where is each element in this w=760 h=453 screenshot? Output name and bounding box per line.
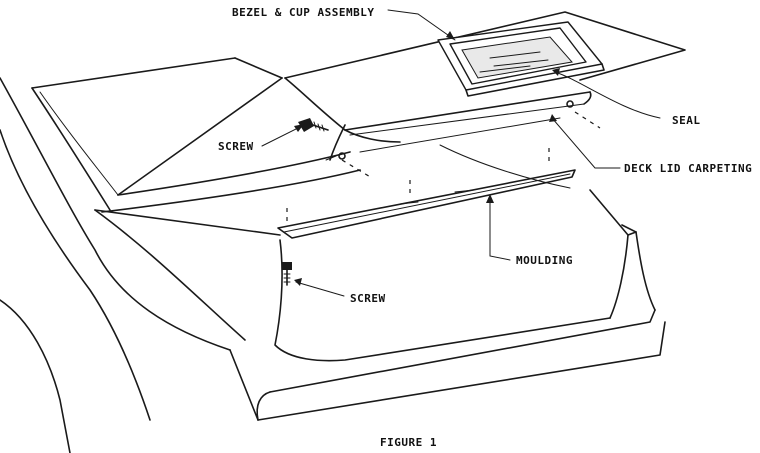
label-bezel-cup-assembly: BEZEL & CUP ASSEMBLY (232, 6, 375, 19)
label-seal: SEAL (672, 114, 701, 127)
figure-caption: FIGURE 1 (380, 436, 437, 449)
leader-lines (261, 9, 661, 297)
car-body-outline (0, 77, 246, 453)
trunk-opening (94, 144, 666, 421)
label-screw-lower: SCREW (350, 292, 386, 305)
label-screw-upper: SCREW (218, 140, 254, 153)
upper-screw (298, 118, 329, 132)
bezel-cup-assembly (437, 21, 605, 97)
carpet-edge (325, 124, 346, 161)
lower-screw (282, 262, 292, 286)
rear-window-frame (31, 57, 283, 211)
label-deck-lid-carpeting: DECK LID CARPETING (624, 162, 753, 175)
label-moulding: MOULDING (516, 254, 573, 267)
moulding-strip (277, 169, 576, 239)
deck-lid-panel (101, 11, 686, 213)
alignment-lines (286, 111, 601, 226)
